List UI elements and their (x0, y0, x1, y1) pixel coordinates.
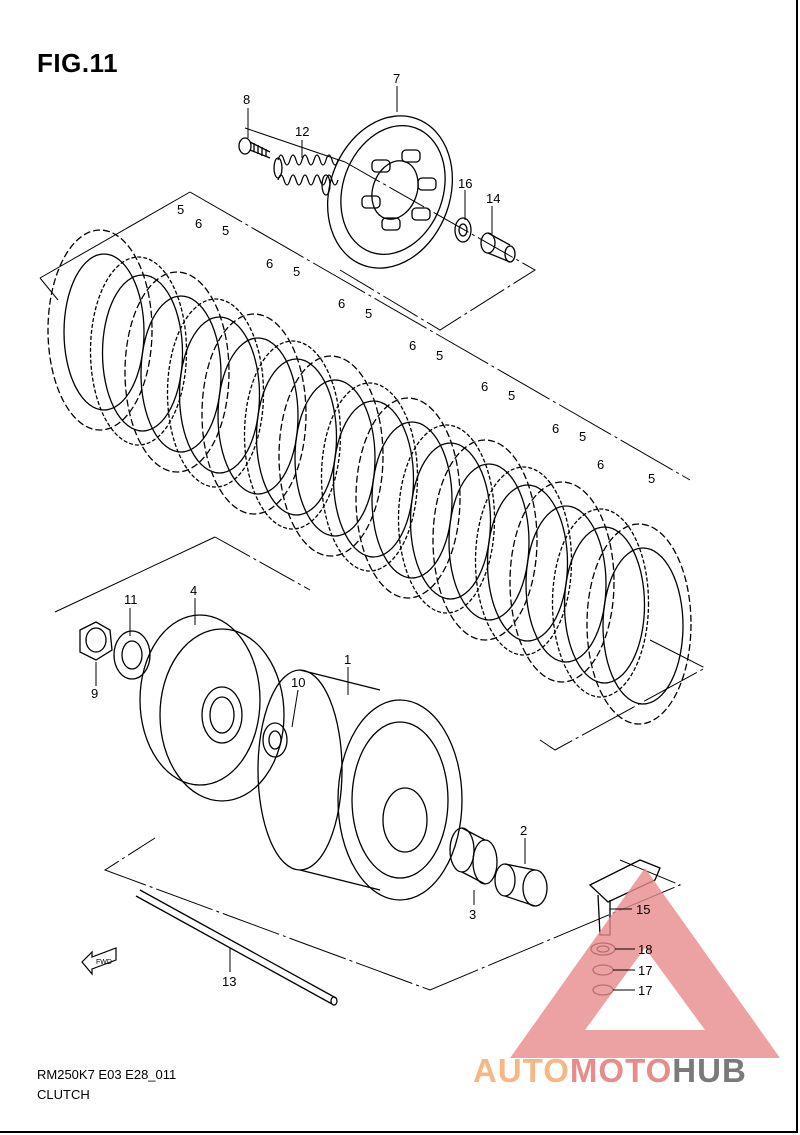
clutch-plates-stack (47, 229, 692, 725)
callout-13: 13 (222, 974, 236, 989)
plate-inner-edge (448, 463, 530, 621)
watermark-part-a: AUTO (473, 1052, 570, 1089)
plate-inner-edge (294, 379, 376, 537)
friction-plate (355, 397, 461, 599)
callout-3: 3 (469, 907, 476, 922)
pressure-plate-group-outline (244, 127, 536, 331)
callout-10: 10 (291, 675, 305, 690)
leader-lines (95, 86, 635, 991)
plate-inner-edge (217, 337, 299, 495)
callout-labels: 8 12 7 16 14 5 6 5 6 5 6 5 6 5 6 5 6 5 6… (91, 71, 655, 998)
hub-group-outline (54, 536, 682, 991)
plate-callout: 5 (648, 471, 655, 486)
spacer (494, 863, 548, 907)
watermark-part-c: HUB (672, 1052, 747, 1089)
callout-16: 16 (458, 176, 472, 191)
plate-callout: 5 (293, 264, 300, 279)
thrust-washer (262, 722, 288, 758)
callout-1: 1 (344, 652, 351, 667)
watermark-text: AUTOMOTOHUB (473, 1052, 747, 1090)
plate-inner-edge (101, 274, 184, 432)
plate-callout: 5 (222, 223, 229, 238)
hub-nut (79, 621, 113, 661)
clutch-bolt (238, 137, 271, 159)
plate-inner-edge (602, 547, 684, 705)
watermark-part-b: MOTO (569, 1052, 673, 1089)
friction-plate (509, 481, 615, 683)
plate-inner-edge (563, 526, 646, 684)
clutch-housing (257, 669, 463, 901)
plate-inner-edge (178, 316, 261, 474)
section-name: CLUTCH (37, 1087, 90, 1102)
steel-plate (551, 508, 650, 698)
plate-callout: 6 (266, 256, 273, 271)
plate-callout: 5 (177, 202, 184, 217)
plate-callout: 5 (365, 306, 372, 321)
friction-plate (586, 523, 692, 725)
clutch-spring (273, 154, 339, 196)
plate-inner-edge (255, 358, 338, 516)
plate-inner-edge (371, 421, 453, 579)
callout-12: 12 (295, 124, 309, 139)
plate-inner-edge (409, 442, 492, 600)
callout-4: 4 (190, 583, 197, 598)
callout-8: 8 (243, 92, 250, 107)
callout-9: 9 (91, 686, 98, 701)
friction-plate (278, 355, 384, 557)
needle-bearing (449, 827, 498, 885)
friction-plate (201, 313, 307, 515)
callout-18: 18 (638, 942, 652, 957)
callout-2: 2 (520, 823, 527, 838)
callout-11: 11 (124, 592, 138, 607)
plate-callout: 5 (579, 429, 586, 444)
friction-plate (124, 271, 230, 473)
plate-inner-edge (525, 505, 607, 663)
friction-plate (47, 229, 153, 431)
callout-7: 7 (393, 71, 400, 86)
pressure-plate (326, 115, 454, 269)
release-bearing (454, 217, 472, 243)
clutch-sleeve-hub (139, 614, 285, 802)
callout-14: 14 (486, 191, 500, 206)
model-code: RM250K7 E03 E28_011 (37, 1067, 177, 1082)
plate-inner-edge (486, 484, 569, 642)
plate-callout: 6 (481, 379, 488, 394)
callout-17-upper: 17 (638, 963, 652, 978)
friction-plate (432, 439, 538, 641)
plate-callout: 6 (338, 296, 345, 311)
plate-callout: 6 (597, 457, 604, 472)
callout-15: 15 (636, 902, 650, 917)
plate-callout: 5 (436, 348, 443, 363)
push-rod (135, 889, 338, 1006)
plate-callout: 5 (508, 388, 515, 403)
plate-callout: 6 (409, 338, 416, 353)
plate-callout: 6 (195, 216, 202, 231)
plate-inner-edge (332, 400, 415, 558)
fwd-label: FWD (96, 959, 112, 966)
callout-17-lower: 17 (638, 983, 652, 998)
forward-arrow-icon: FWD (81, 947, 117, 976)
figure-title: FIG.11 (37, 48, 119, 78)
plate-callout: 6 (552, 421, 559, 436)
lock-washer (113, 630, 151, 680)
plate-inner-edge (63, 253, 145, 411)
watermark-triangle-logo (510, 868, 780, 1058)
push-piece (480, 232, 516, 263)
plate-inner-edge (140, 295, 222, 453)
